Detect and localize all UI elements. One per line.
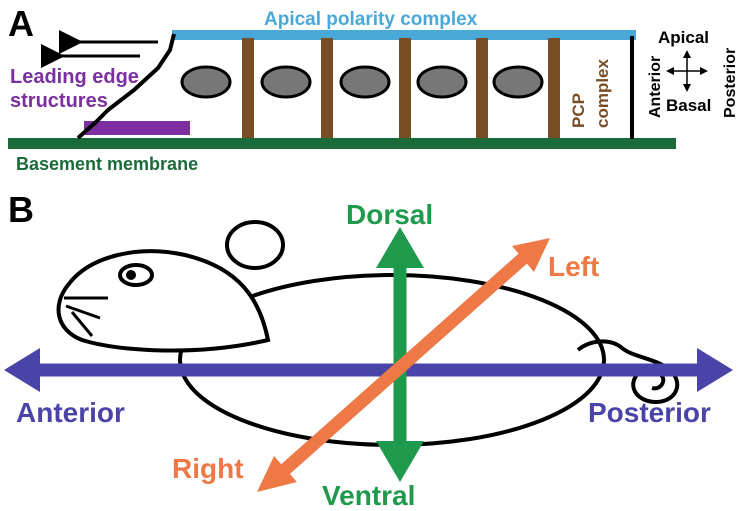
leading-edge-structure — [84, 121, 190, 135]
leading-edge-label: Leading edge — [10, 66, 139, 88]
panel-a-label: A — [8, 3, 34, 44]
left-label: Left — [548, 251, 599, 282]
cell-nucleus — [341, 67, 389, 97]
anterior-arrowhead — [4, 348, 40, 392]
compass-apical-label: Apical — [658, 28, 709, 47]
dorsal-arrowhead — [376, 227, 424, 268]
pcp-complex-label: PCP — [569, 93, 588, 128]
mouse-ear — [227, 222, 283, 268]
panel-a: A Apical polarity complex Leading edge s… — [8, 3, 739, 174]
axis-compass: Apical Basal Anterior Posterior — [647, 28, 739, 118]
pcp-junction — [476, 38, 488, 138]
cell-nucleus — [182, 67, 230, 97]
cell-nucleus — [262, 67, 310, 97]
compass-basal-label: Basal — [666, 96, 711, 115]
ventral-label: Ventral — [322, 480, 415, 511]
pcp-junction — [242, 38, 254, 138]
pcp-junction — [399, 38, 411, 138]
right-label: Right — [172, 453, 244, 484]
basement-membrane-label: Basement membrane — [16, 154, 198, 174]
compass-cross-icon — [666, 50, 708, 92]
panel-b-label: B — [8, 189, 34, 230]
pcp-junction — [321, 38, 333, 138]
posterior-arrowhead — [697, 348, 733, 392]
cell-nucleus — [494, 67, 542, 97]
leading-edge-label: structures — [10, 90, 108, 112]
mouse-pupil — [126, 270, 136, 280]
compass-anterior-label: Anterior — [647, 56, 664, 118]
compass-posterior-label: Posterior — [722, 48, 739, 118]
ventral-arrowhead — [376, 441, 424, 482]
cell-nucleus — [418, 67, 466, 97]
panel-b: B — [4, 189, 733, 511]
apical-polarity-label: Apical polarity complex — [264, 9, 478, 30]
dorsal-label: Dorsal — [346, 199, 433, 230]
pcp-complex-label: complex — [593, 58, 612, 128]
anterior-label: Anterior — [16, 397, 125, 428]
basement-membrane — [8, 138, 676, 149]
pcp-junction — [548, 38, 560, 138]
posterior-label: Posterior — [588, 397, 711, 428]
